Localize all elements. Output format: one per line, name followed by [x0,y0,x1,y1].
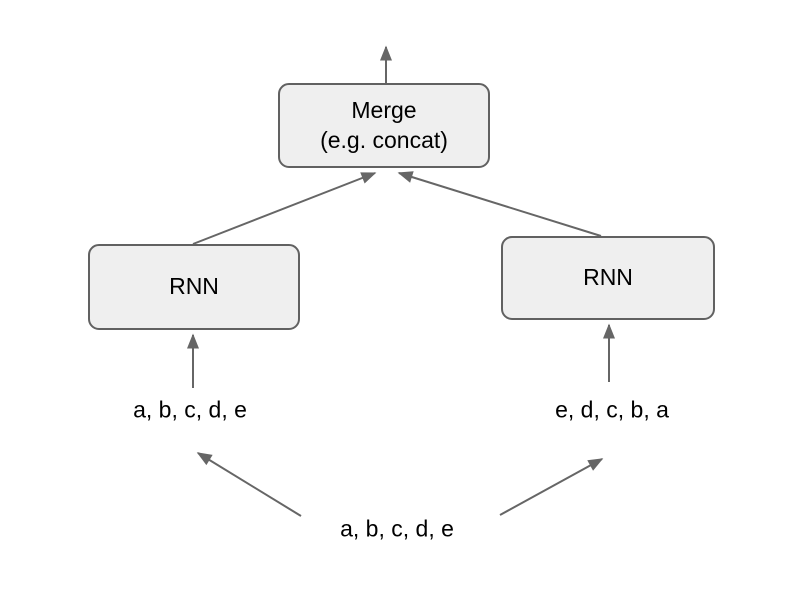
merge-node: Merge (e.g. concat) [278,83,490,168]
rnn-left-node: RNN [88,244,300,330]
rnn-left-node-label: RNN [169,273,219,300]
merge-node-sublabel: (e.g. concat) [320,126,448,153]
rnn-right-node: RNN [501,236,715,320]
merge-node-label: Merge [351,97,417,124]
source-to-input-left-arrow [196,452,302,517]
source-sequence-label: a, b, c, d, e [340,515,454,542]
source-to-input-right-arrow [499,458,604,516]
rnn-right-node-label: RNN [583,264,633,291]
input-sequence-right-label: e, d, c, b, a [555,396,669,423]
rnn-right-to-merge-arrow [397,171,602,237]
rnn-left-to-merge-arrow [192,172,377,245]
input-sequence-left-label: a, b, c, d, e [133,396,247,423]
